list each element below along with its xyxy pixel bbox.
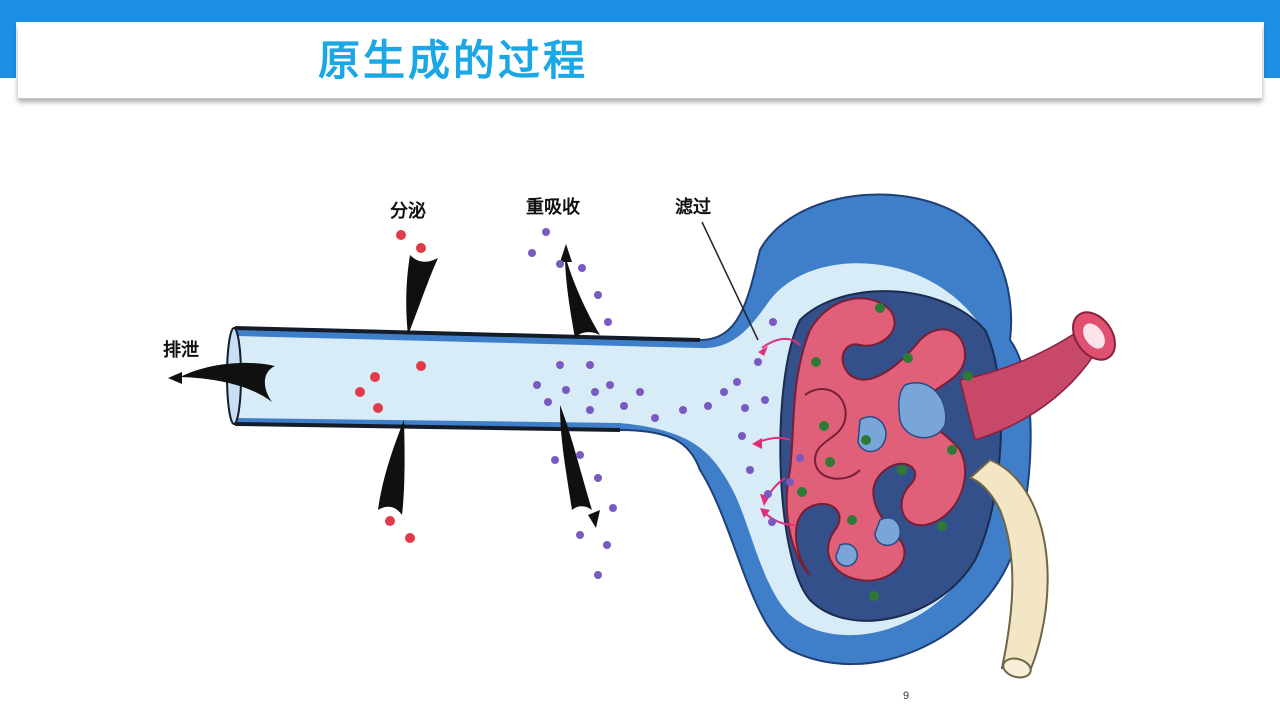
label-reabsorption: 重吸收 [526, 196, 580, 218]
page-number: 9 [903, 690, 910, 702]
label-excretion: 排泄 [163, 339, 199, 361]
header-side-left [0, 22, 16, 78]
slide-title: 原生成的过程 [318, 36, 589, 85]
afferent-vessel-lumen [1083, 323, 1105, 349]
reabsorption-arrowhead-upper [560, 244, 572, 262]
excretion-arrow [180, 362, 275, 402]
excretion-arrowhead [168, 372, 182, 384]
filtration-flow-arrows [752, 337, 801, 526]
transport-arrows [168, 244, 600, 528]
secreted-particles [355, 230, 426, 543]
filtration-pointer-line [701, 221, 759, 341]
header-side-right [1264, 22, 1280, 78]
header-bar [0, 0, 1280, 22]
reabsorption-arrowhead-lower [588, 510, 600, 528]
label-filtration: 滤过 [675, 196, 711, 218]
title-box [18, 24, 1262, 99]
reabsorption-arrow-upper [565, 255, 600, 338]
tubule-wall-bottom [234, 422, 621, 432]
glomerulus-gaps [835, 382, 947, 567]
blood-cell-particles [797, 303, 973, 601]
reabsorbed-particles [528, 228, 804, 579]
reabsorption-arrow-lower [560, 405, 592, 510]
secretion-arrow-upper [406, 255, 438, 335]
cream-vessel-opening [1002, 657, 1032, 679]
secretion-arrow-lower [378, 420, 405, 515]
label-secretion: 分泌 [390, 200, 426, 222]
tubule-wall-top [234, 326, 701, 342]
